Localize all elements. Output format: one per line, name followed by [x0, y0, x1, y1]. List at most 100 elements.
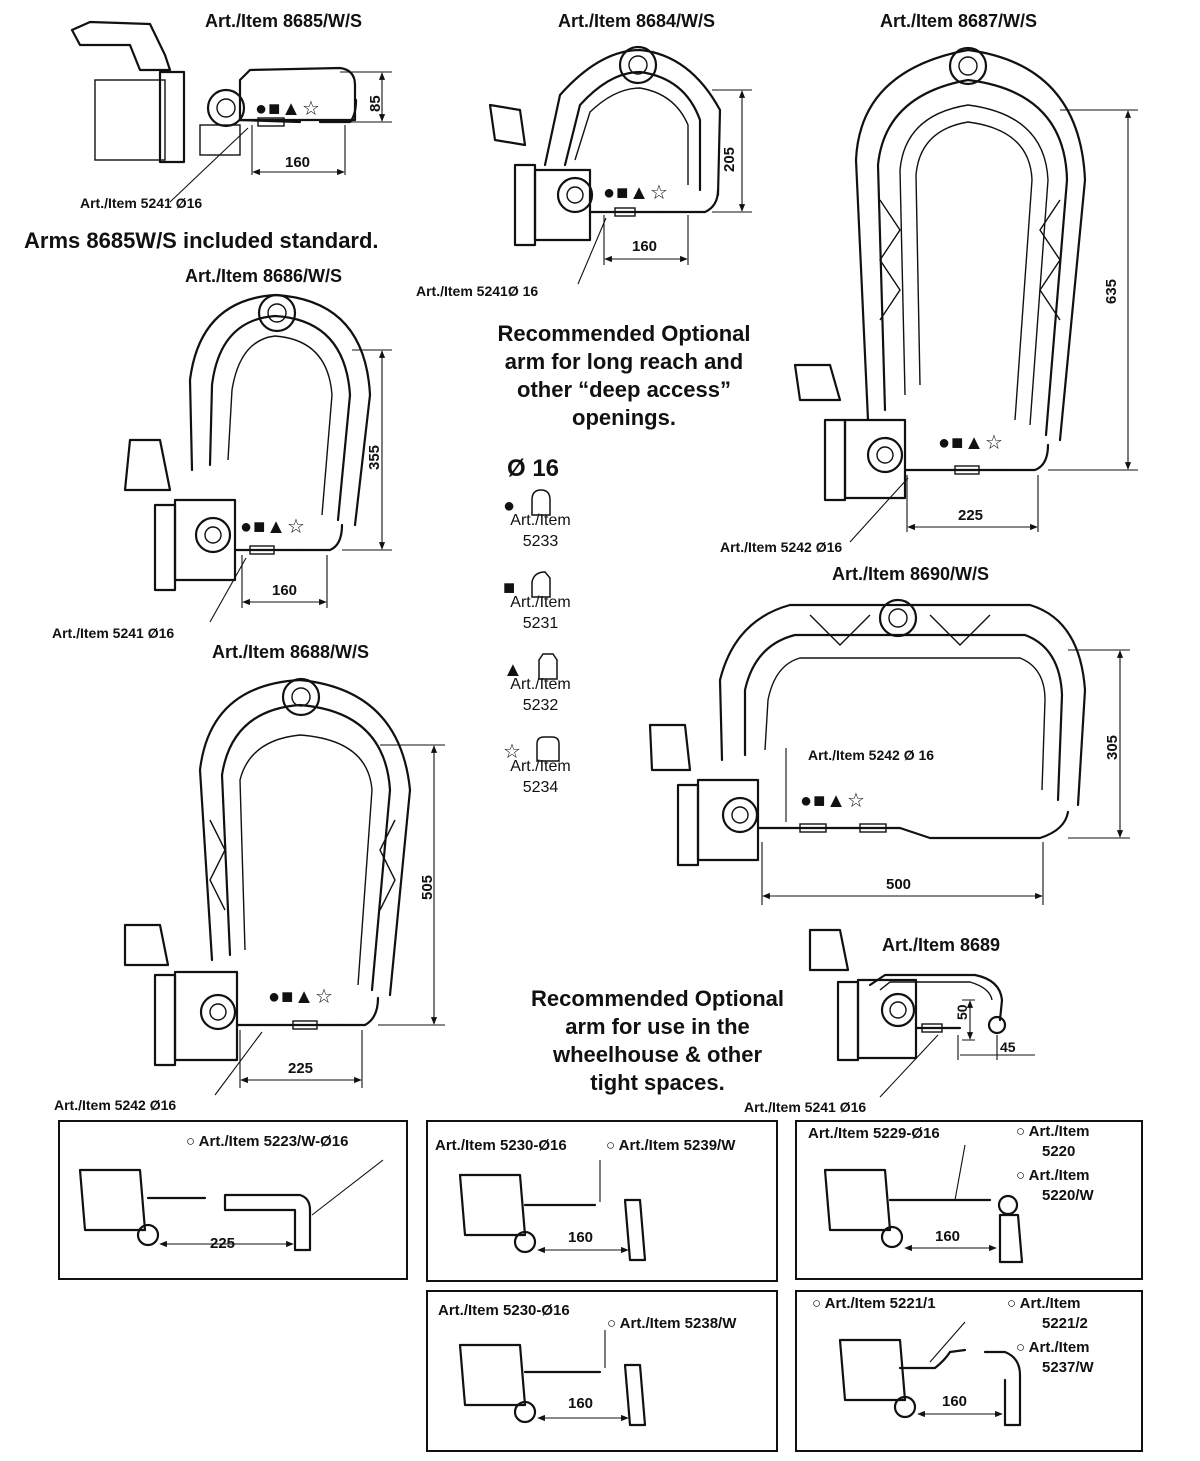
arm-8688-height-extension-lines [378, 744, 445, 1026]
circle-tip-icon: ● [503, 495, 516, 517]
box-5238 [426, 1290, 778, 1452]
arm-8687-callout-leader [849, 477, 909, 543]
arm-8686-tip-symbols: ●■▲☆ [240, 516, 306, 538]
box-5239-dim-label: 160 [568, 1229, 594, 1246]
legend: ● Art./Item 5233 ■ Art./Item 5231 ▲ Art.… [503, 488, 578, 816]
box-5238-drawing [458, 1330, 647, 1427]
arm-8690-tip-symbols: ●■▲☆ [800, 790, 866, 812]
deep-access-note-line-4: openings. [572, 405, 676, 430]
arm-8689-height-label: 50 [954, 1004, 970, 1020]
wheelhouse-note-line-4: tight spaces. [590, 1070, 725, 1095]
arm-8686-drawing [123, 293, 372, 592]
flat-tip-icon [538, 653, 559, 680]
arm-8690-width-extension-lines [761, 842, 1044, 905]
deep-access-note-line-1: Recommended Optional [497, 321, 751, 346]
arm-8690-drawing [648, 598, 1087, 867]
arm-8688-width-label: 225 [288, 1060, 314, 1077]
arm-8684-width-label: 160 [632, 238, 658, 255]
box-5220-drawing [823, 1144, 1024, 1264]
box-5239-left-label: Art./Item 5230-Ø16 [435, 1137, 567, 1154]
legend-item-label: Art./Item [510, 512, 571, 529]
box-5223-item-label: ○ Art./Item 5223/W-Ø16 [186, 1133, 349, 1150]
legend-item: ☆ Art./Item 5234 [503, 734, 578, 816]
box-5220-r2-label: ○ Art./Item [1016, 1167, 1090, 1184]
arm-8686-width-extension-lines [241, 555, 328, 608]
arm-8688-tip-symbols: ●■▲☆ [268, 986, 334, 1008]
triangle-tip-icon: ▲ [503, 659, 523, 681]
box-5238-dim-label: 160 [568, 1395, 594, 1412]
arm-8690-title: Art./Item 8690/W/S [832, 564, 990, 584]
box-5239-right-label: ○ Art./Item 5239/W [606, 1137, 736, 1154]
box-5238-right-label: ○ Art./Item 5238/W [607, 1315, 737, 1332]
box-5237-r1-label: ○ Art./Item [1007, 1295, 1081, 1312]
arm-8688-height-label: 505 [419, 874, 436, 900]
deep-access-note-line-3: other “deep access” [517, 377, 731, 402]
arm-8685-callout: Art./Item 5241 Ø16 [80, 195, 203, 211]
box-5237 [795, 1290, 1143, 1452]
box-5237-drawing [838, 1321, 1022, 1427]
angled-tip-icon [530, 571, 551, 598]
box-5238-left-label: Art./Item 5230-Ø16 [438, 1302, 570, 1319]
arm-8684-title: Art./Item 8684/W/S [558, 11, 716, 31]
arm-8687-height-label: 635 [1103, 278, 1120, 304]
arm-8686-height-extension-lines [342, 349, 392, 551]
arm-8684-tip-symbols: ●■▲☆ [603, 182, 669, 204]
arm-8688-title: Art./Item 8688/W/S [212, 642, 370, 662]
arm-8685-height-label: 85 [367, 95, 384, 112]
legend-item: ■ Art./Item 5231 [503, 570, 578, 652]
wheelhouse-note-line-1: Recommended Optional [530, 986, 785, 1011]
arm-8690-height-label: 305 [1104, 734, 1121, 760]
arm-8686-title: Art./Item 8686/W/S [185, 266, 343, 286]
arm-8685-tip-symbols: ●■▲☆ [255, 98, 321, 120]
box-5237-left-label: ○ Art./Item 5221/1 [812, 1295, 936, 1312]
arm-8689-width-extension-lines [957, 1035, 998, 1060]
box-5220-r1-label: ○ Art./Item [1016, 1123, 1090, 1140]
arm-8689-title: Art./Item 8689 [882, 935, 1001, 955]
arm-8687-width-extension-lines [906, 475, 1039, 532]
arm-8686-width-label: 160 [272, 582, 298, 599]
arm-8687-width-label: 225 [958, 507, 984, 524]
wheelhouse-note-line-2: arm for use in the [565, 1014, 750, 1039]
wheelhouse-note-line-3: wheelhouse & other [552, 1042, 763, 1067]
arm-8685-width-extension-lines [251, 125, 346, 175]
box-5237-r2-number: 5237/W [1042, 1359, 1094, 1376]
box-5237-r1-number: 5221/2 [1042, 1315, 1088, 1332]
box-5220-r2-number: 5220/W [1042, 1187, 1094, 1204]
box-5237-dim-label: 160 [942, 1393, 968, 1410]
arm-8687-tip-symbols: ●■▲☆ [938, 432, 1004, 454]
arm-8689-callout: Art./Item 5241 Ø16 [744, 1099, 867, 1115]
arm-8688-width-extension-lines [239, 1030, 363, 1088]
box-5223 [58, 1120, 408, 1280]
box-5220-dim-label: 160 [935, 1228, 961, 1245]
deep-access-note: Recommended Optional arm for long reach … [468, 320, 780, 432]
wheelhouse-note: Recommended Optional arm for use in the … [495, 985, 820, 1097]
arm-8689-height-extension-lines [962, 999, 975, 1041]
arm-8685-callout-leader [169, 127, 249, 203]
legend-item: ● Art./Item 5233 [503, 488, 578, 570]
arm-8689-drawing [808, 928, 1007, 1062]
legend-item-number: 5234 [522, 779, 559, 796]
legend-item-number: 5233 [522, 533, 559, 550]
arm-8690-width-label: 500 [886, 876, 912, 893]
arm-8688-callout: Art./Item 5242 Ø16 [54, 1097, 177, 1113]
arm-8684-height-label: 205 [721, 146, 738, 172]
box-5220-r1-number: 5220 [1042, 1143, 1076, 1160]
box-5237-r2-label: ○ Art./Item [1016, 1339, 1090, 1356]
arm-8684-callout-leader [577, 217, 607, 285]
arm-8686-callout-leader [209, 557, 247, 623]
legend-item-number: 5232 [522, 697, 559, 714]
arm-8687-callout: Art./Item 5242 Ø16 [720, 539, 843, 555]
wide-tip-icon [535, 736, 560, 762]
arm-8684-callout: Art./Item 5241Ø 16 [416, 283, 539, 299]
arm-8687-title: Art./Item 8687/W/S [880, 11, 1038, 31]
legend-item-number: 5231 [522, 615, 559, 632]
legend-item: ▲ Art./Item 5232 [503, 652, 578, 734]
arm-8690-callout: Art./Item 5242 Ø 16 [808, 747, 935, 763]
square-tip-icon: ■ [503, 577, 516, 599]
arm-8688-drawing [123, 677, 412, 1067]
arm-8690-height-extension-lines [1068, 649, 1130, 839]
box-5239-drawing [458, 1160, 647, 1262]
legend-item-label: Art./Item [510, 594, 571, 611]
legend-item-label: Art./Item [510, 676, 571, 693]
